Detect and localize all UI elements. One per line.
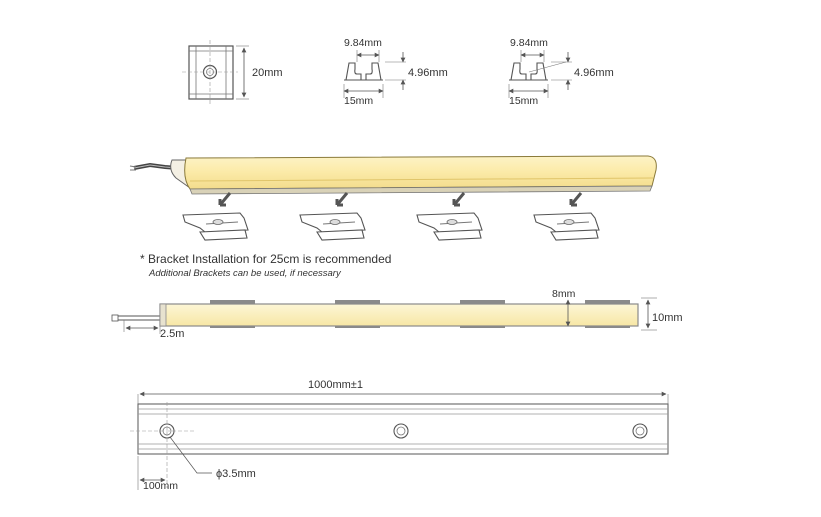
thickness-label: 8mm	[552, 288, 576, 300]
down-arrow-icon	[452, 192, 466, 207]
mounting-hole	[632, 423, 648, 439]
side-view: 8mm 10mm 2.5m	[111, 288, 683, 340]
note-sub: Additional Brackets can be used, if nece…	[149, 268, 341, 279]
bracket-height-label: 20mm	[252, 67, 283, 79]
channel-profile	[137, 403, 669, 455]
bottom-view: 1000mm±1 ϕ3.5mm 100mm	[130, 379, 669, 492]
cable-length-label: 2.5m	[160, 328, 184, 340]
bracket-2	[299, 192, 366, 241]
profile-b-height-label: 4.96mm	[574, 67, 614, 79]
strip-base	[189, 185, 653, 195]
length-label: 1000mm±1	[308, 379, 363, 391]
bracket-installation-row	[182, 192, 600, 241]
profile-a-left-clip	[345, 62, 362, 81]
profile-b-top-width-label: 9.84mm	[510, 37, 548, 49]
note-bullet: *	[140, 252, 145, 266]
mounting-hole	[393, 423, 409, 439]
profile-a-right-clip	[365, 62, 382, 81]
down-arrow-icon	[569, 192, 583, 207]
bracket-4	[533, 192, 600, 241]
cable-end	[111, 314, 119, 322]
profile-a-bottom-width-label: 15mm	[344, 95, 373, 107]
down-arrow-icon	[218, 192, 232, 207]
hole-offset-label: 100mm	[143, 480, 178, 492]
profile-b-bottom-width-label: 15mm	[509, 95, 538, 107]
profile-b-view: 9.84mm 4.96mm 15mm	[508, 37, 614, 107]
hole-diameter-label: ϕ3.5mm	[216, 468, 256, 480]
profile-b-right-clip	[530, 62, 547, 81]
side-strip-body	[159, 303, 639, 327]
led-strip-perspective	[129, 155, 657, 195]
bracket-front-view: 20mm	[182, 40, 283, 104]
height-label: 10mm	[652, 312, 683, 324]
side-bracket	[210, 300, 255, 305]
bracket-1	[182, 192, 249, 241]
profile-a-top-width-label: 9.84mm	[344, 37, 382, 49]
down-arrow-icon	[335, 192, 349, 207]
profile-a-view: 9.84mm 4.96mm 15mm	[343, 37, 448, 107]
note-main: Bracket Installation for 25cm is recomme…	[148, 252, 392, 266]
strip-body	[184, 155, 657, 190]
installation-note: * Bracket Installation for 25cm is recom…	[140, 252, 391, 266]
profile-b-left-clip	[510, 62, 527, 81]
bracket-3	[416, 192, 483, 241]
profile-a-height-label: 4.96mm	[408, 67, 448, 79]
